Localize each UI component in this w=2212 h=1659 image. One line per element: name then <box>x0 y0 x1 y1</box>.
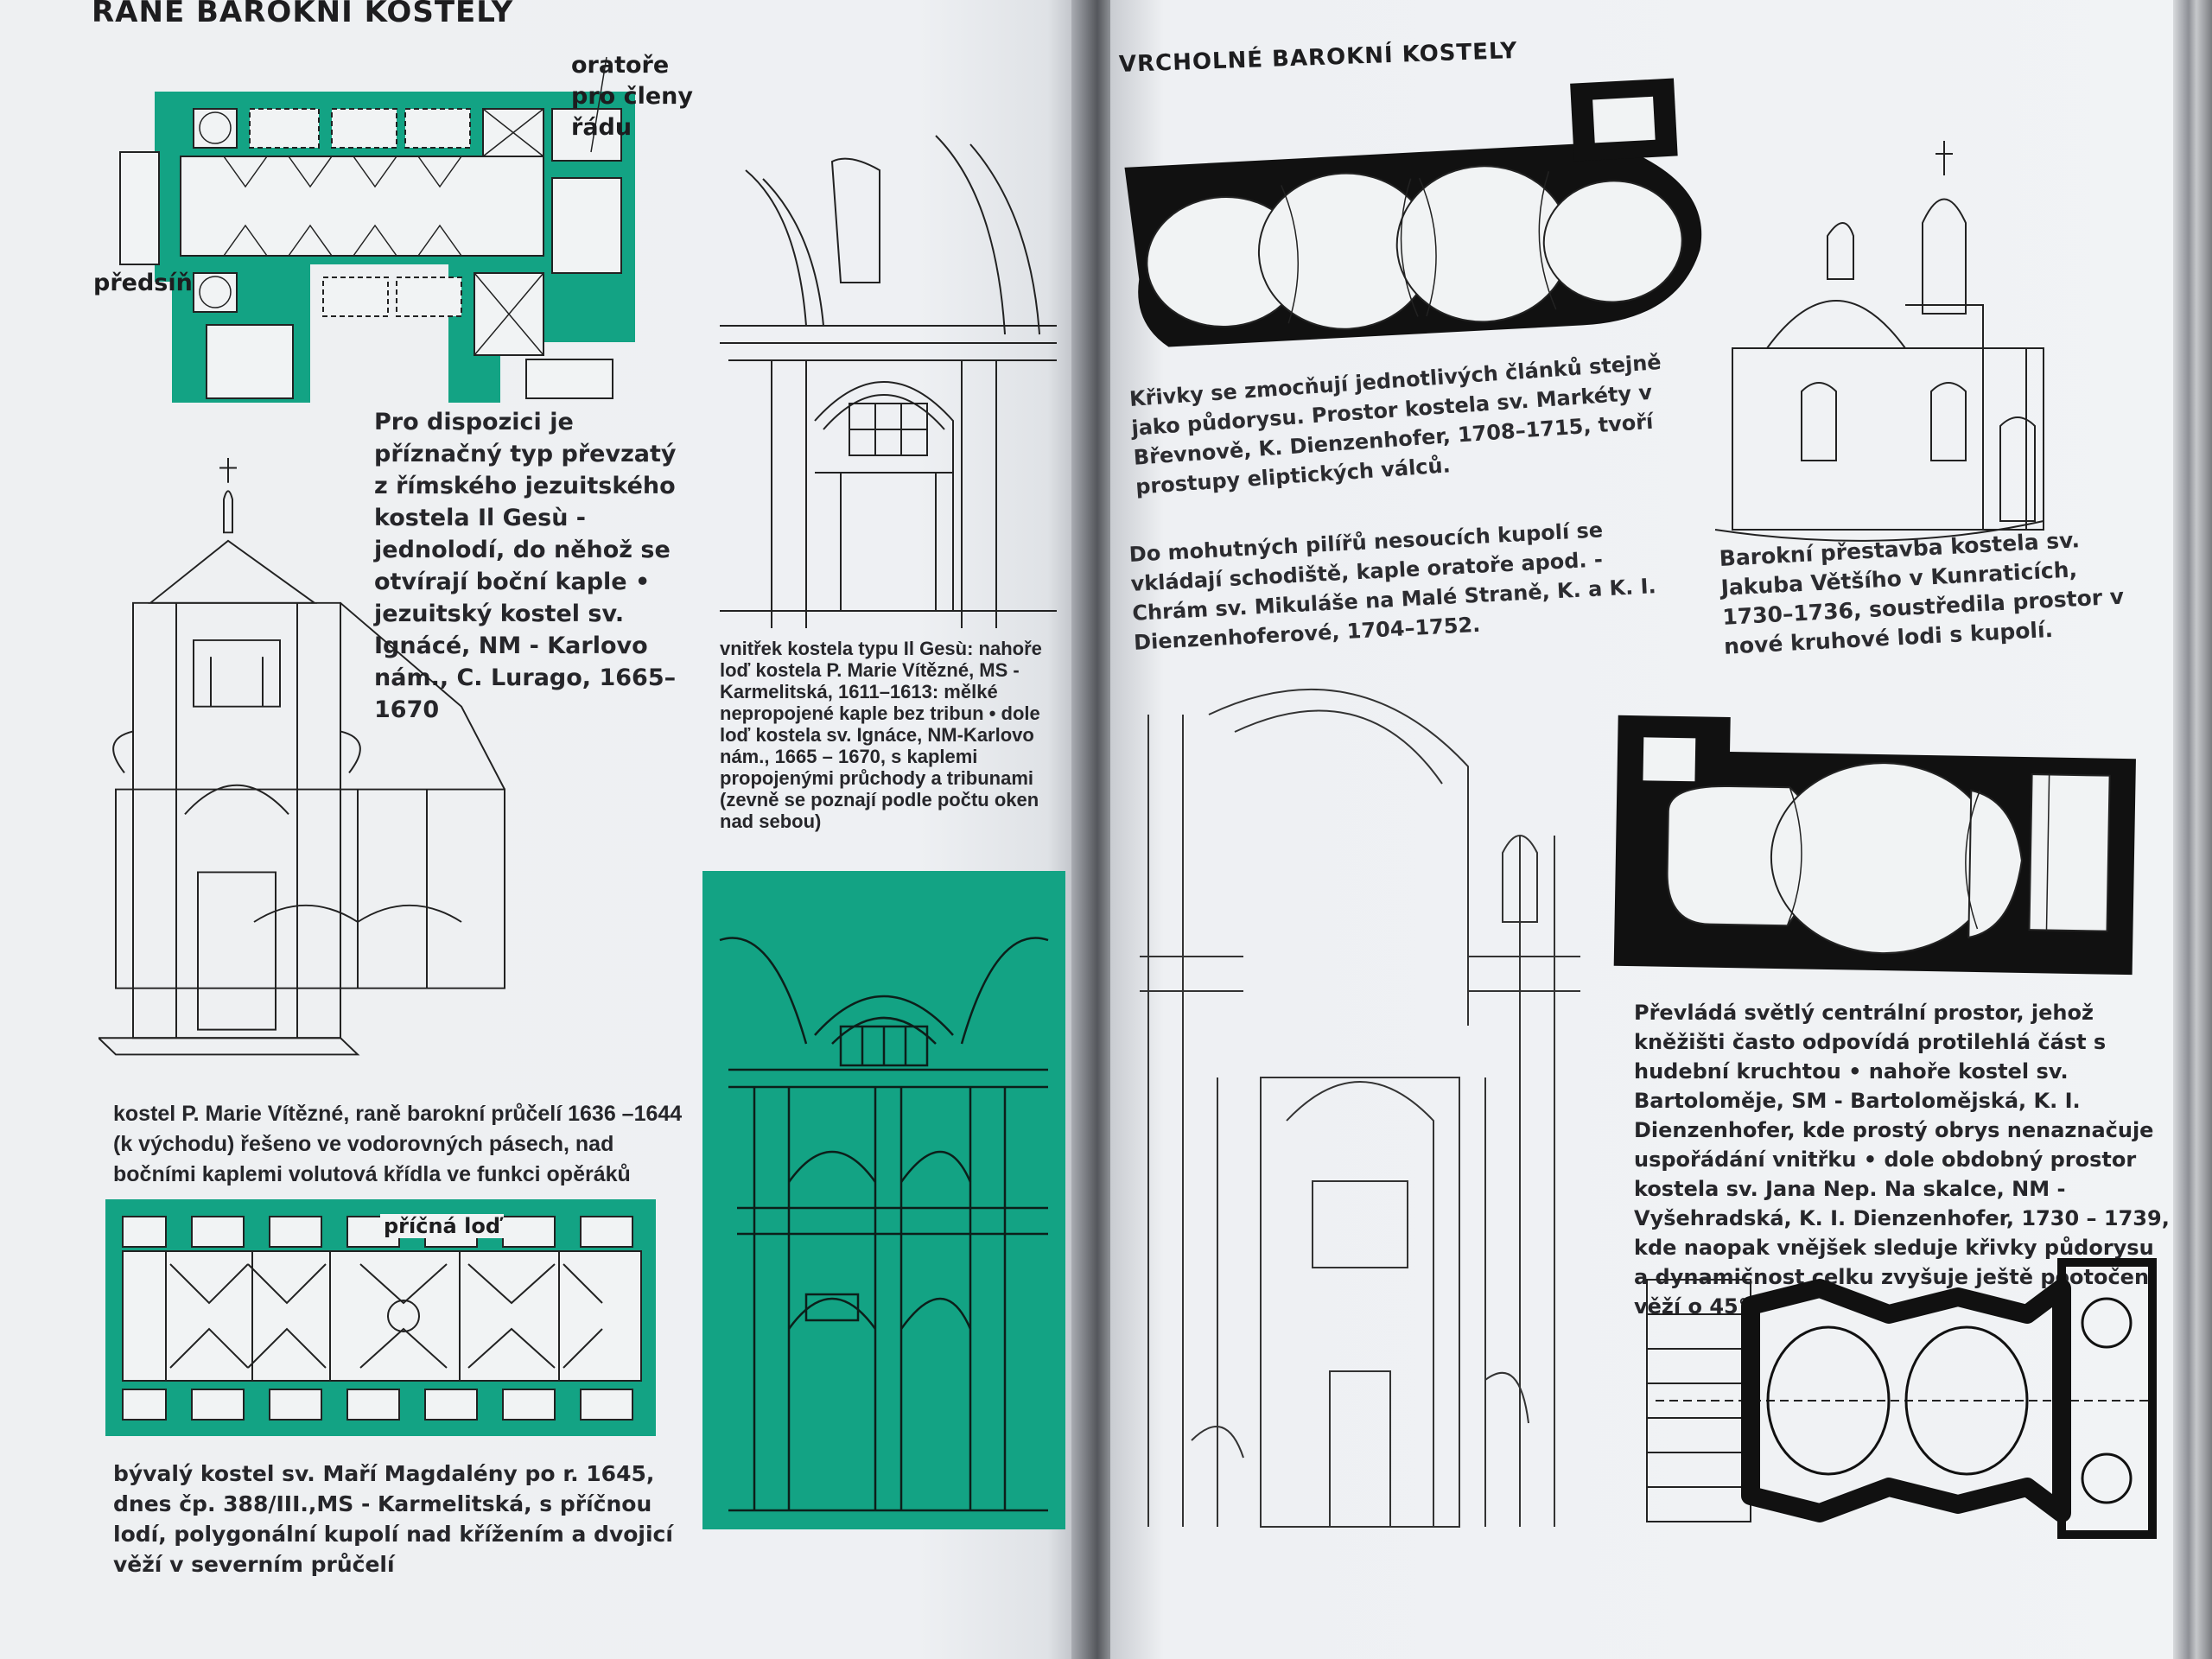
caption-interior: vnitřek kostela typu Il Gesù: nahoře loď… <box>720 638 1042 832</box>
church-drawing-kunratice <box>1714 141 2075 551</box>
section-title-high-baroque: VRCHOLNÉ BAROKNÍ KOSTELY <box>1118 37 1518 78</box>
kunratice-sketch <box>1714 141 2044 542</box>
interior-drawing-ignac-green <box>702 871 1065 1529</box>
left-page: RANÉ BAROKNÍ KOSTELY ora <box>0 0 1080 1659</box>
interior-drawing-marie-vitezne <box>720 127 1057 628</box>
facade-drawing-marie-vitezne <box>99 458 539 1063</box>
interior-sketch-1 <box>720 135 1057 628</box>
mikulas-sketch <box>1140 688 1580 1528</box>
interior-sketch-2 <box>719 937 1049 1512</box>
right-page: VRCHOLNÉ BAROKNÍ KOSTELY Křivky se zmocň… <box>1110 0 2177 1659</box>
floor-plan-bartolomej-drawing <box>1613 715 2136 976</box>
floor-plan-brevnov-drawing <box>1124 78 1702 347</box>
floor-plan-il-gesu-drawing <box>119 56 635 403</box>
section-title-early-baroque: RANÉ BAROKNÍ KOSTELY <box>92 0 514 29</box>
interior-drawing-mikulas <box>1140 663 1587 1553</box>
book-page-edges <box>2173 0 2212 1659</box>
label-predsin: předsíň <box>93 270 193 296</box>
caption-il-gesu: Pro dispozici je příznačný typ převzatý … <box>374 409 677 723</box>
caption-mikulas: Do mohutných pilířů nesoucích kupolí se … <box>1128 518 1657 655</box>
label-pricna-lod: příčná loď <box>380 1214 504 1238</box>
caption-facade: kostel P. Marie Vítězné, raně barokní pr… <box>113 1102 683 1186</box>
caption-kunratice: Barokní přestavba kostela sv. Jakuba Vět… <box>1719 527 2125 659</box>
caption-magdalena: bývalý kostel sv. Maří Magdalény po r. 1… <box>113 1461 673 1577</box>
floor-plan-na-skalce <box>1630 1258 2165 1539</box>
label-oratore: oratoře pro členy řádu <box>571 52 693 141</box>
floor-plan-il-gesu <box>119 56 635 403</box>
facade-sketch <box>99 458 505 1056</box>
floor-plan-na-skalce-drawing <box>1646 1258 2157 1539</box>
floor-plan-bartolomej <box>1613 715 2139 992</box>
floor-plan-magdalena <box>105 1199 656 1436</box>
floor-plan-brevnov <box>1122 76 1723 391</box>
